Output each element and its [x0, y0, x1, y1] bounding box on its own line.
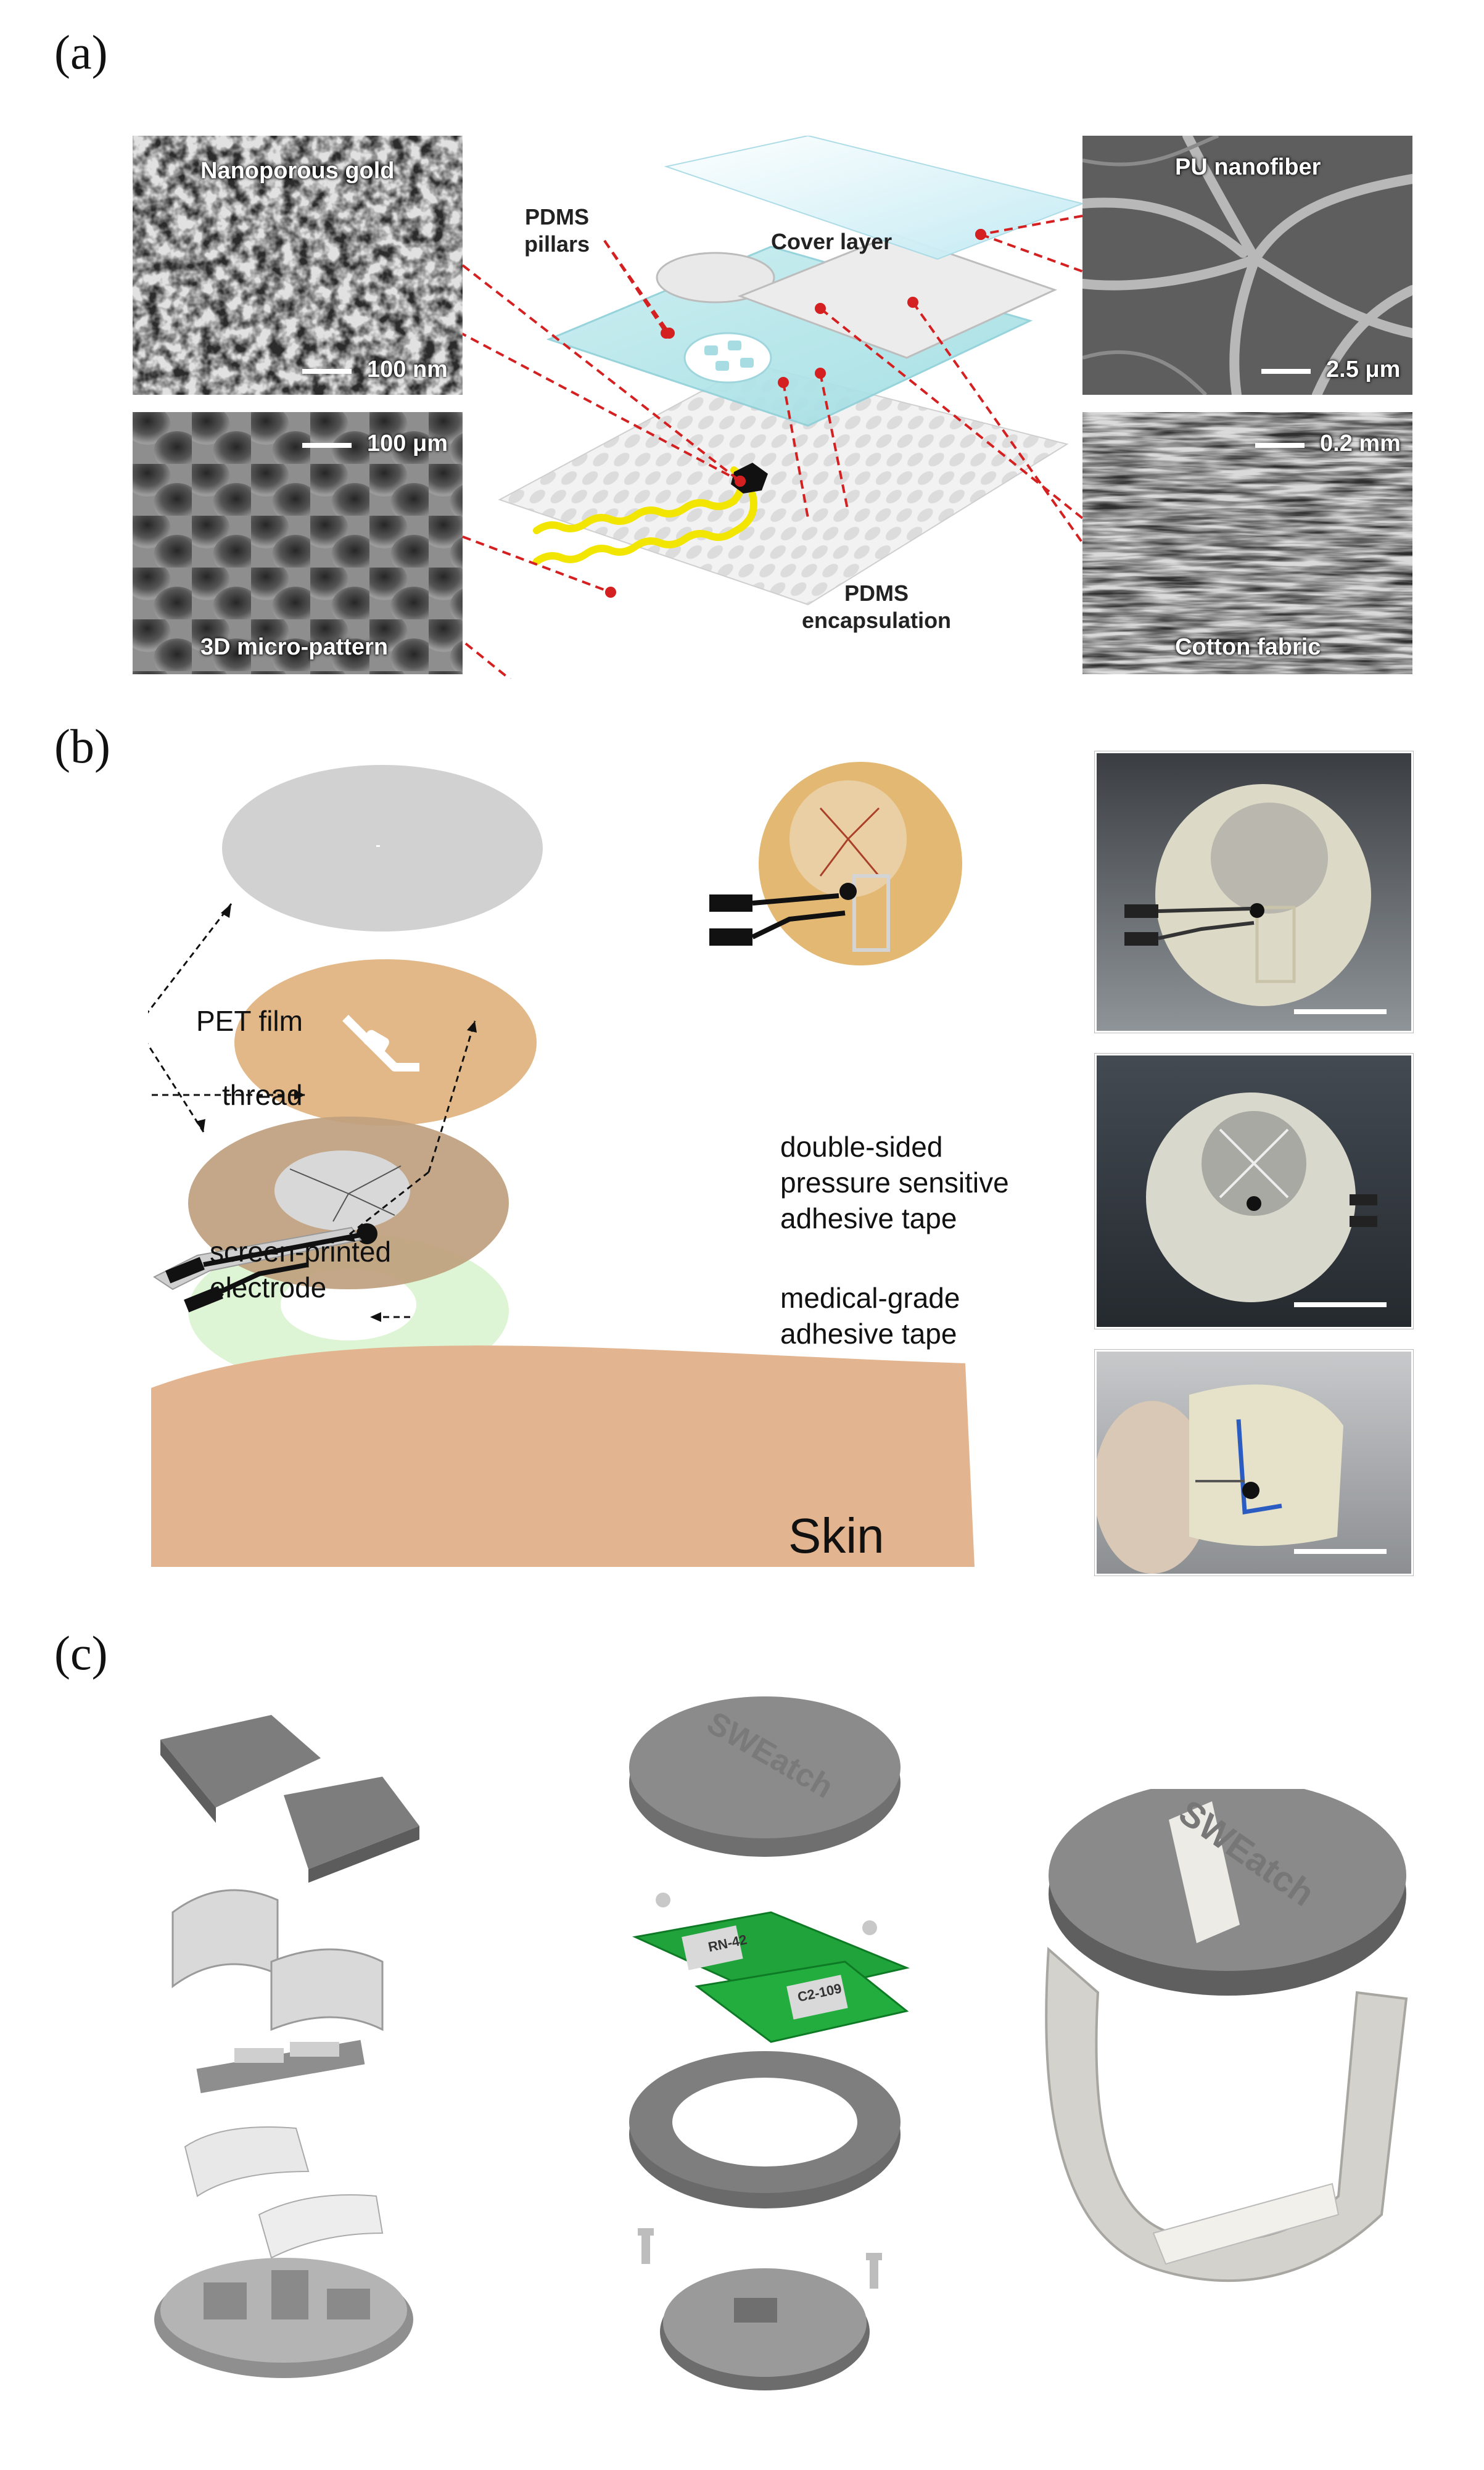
scale-bar — [302, 369, 352, 374]
sem-label-pu: PU nanofiber — [1175, 154, 1321, 180]
scale-label: 100 μm — [367, 431, 448, 456]
sem-nanoporous-gold: Nanoporous gold 100 nm — [133, 136, 463, 395]
exploded-housing-left — [154, 1715, 419, 2378]
label-medical-tape: medical-grade adhesive tape — [780, 1282, 960, 1350]
sem-cotton-fabric: 0.2 mm Cotton fabric — [1082, 412, 1412, 674]
pdms-pillars-hole — [683, 332, 772, 384]
hex-nuts — [656, 1893, 877, 1935]
leader-lines-overlay — [461, 229, 1084, 598]
base-case — [154, 2258, 413, 2378]
panel-a: Nanoporous gold 100 nm 100 μm 3D mi — [0, 0, 1484, 685]
cover-layer — [664, 136, 1082, 260]
watch-body — [1049, 1789, 1406, 1996]
panel-c: SWEatch RN-42 C2-109 — [0, 1678, 1484, 2470]
battery-stack — [171, 1889, 384, 2031]
label-thread: thread — [222, 1079, 303, 1111]
screen-printed-electrode — [153, 1226, 368, 1313]
skin-surface — [151, 1345, 975, 1567]
sem-nanoporous-texture — [133, 136, 463, 395]
screws — [638, 2228, 882, 2289]
label-double-sided-tape: double-sided pressure sensitive adhesive… — [780, 1131, 1009, 1234]
sem-label-nanoporous: Nanoporous gold — [200, 158, 395, 184]
sem-3d-micropattern: 100 μm 3D micro-pattern — [133, 412, 463, 674]
gold-thread — [533, 466, 757, 565]
scale-bar — [1255, 443, 1305, 448]
assembled-wrist-device: SWEatch — [1045, 1789, 1408, 2282]
scale-label: 2.5 μm — [1326, 357, 1401, 382]
assembled-sensor-inset — [709, 762, 962, 965]
label-electrode: screen-printed electrode — [210, 1236, 392, 1303]
scale-bar — [1294, 1009, 1387, 1014]
pdms-pillars — [704, 341, 754, 371]
arrow-heads — [196, 904, 477, 1322]
scale-label: 100 nm — [367, 357, 448, 382]
sem-pu-texture — [1082, 136, 1412, 395]
panel-label-c: (c) — [54, 1626, 108, 1680]
photo-sensor-front — [1095, 751, 1413, 1033]
pcb-stack — [632, 1911, 910, 2043]
shield-plates — [184, 2126, 384, 2259]
cover-sheet — [737, 233, 1058, 359]
wrist-strap — [1045, 1946, 1408, 2282]
sem-cotton-texture — [1082, 412, 1412, 674]
label-pet-film: PET film — [196, 1005, 303, 1037]
photo-sensor-bent — [1095, 1350, 1413, 1576]
top-lid-halves — [160, 1715, 419, 1883]
label-cover-layer: Cover layer — [771, 229, 892, 254]
scale-bar — [1294, 1302, 1387, 1307]
scale-bar — [1261, 369, 1311, 374]
label-pdms-encapsulation: PDMS encapsulation — [802, 580, 952, 633]
scale-label: 0.2 mm — [1320, 431, 1401, 456]
panel-b: PET film thread screen-printed electrode… — [0, 734, 1484, 1585]
pet-film-top — [222, 765, 543, 931]
sem-label-micropattern: 3D micro-pattern — [200, 634, 389, 660]
label-skin: Skin — [788, 1508, 884, 1563]
panel-label-b: (b) — [54, 719, 110, 773]
scale-bar — [1294, 1549, 1387, 1554]
photo-sensor-back — [1095, 1054, 1413, 1329]
pdms-disc — [656, 252, 775, 304]
sem-micropattern-texture — [133, 412, 463, 674]
sem-pu-nanofiber: PU nanofiber 2.5 μm — [1082, 136, 1412, 395]
connector-board — [196, 2039, 365, 2094]
thread-lines — [289, 1165, 402, 1222]
sem-label-cotton: Cotton fabric — [1175, 634, 1321, 660]
sensor-layer-stack — [148, 762, 975, 1567]
panel-label-a: (a) — [54, 25, 108, 79]
oval-cover — [629, 1696, 901, 1857]
oval-frame — [629, 2051, 901, 2208]
scale-bar — [302, 443, 352, 448]
exploded-housing-middle: SWEatch RN-42 C2-109 — [629, 1696, 910, 2390]
label-pdms-pillars: PDMS pillars — [524, 204, 590, 257]
sensor-exploded-view — [463, 136, 1082, 679]
bottom-case — [660, 2268, 870, 2390]
